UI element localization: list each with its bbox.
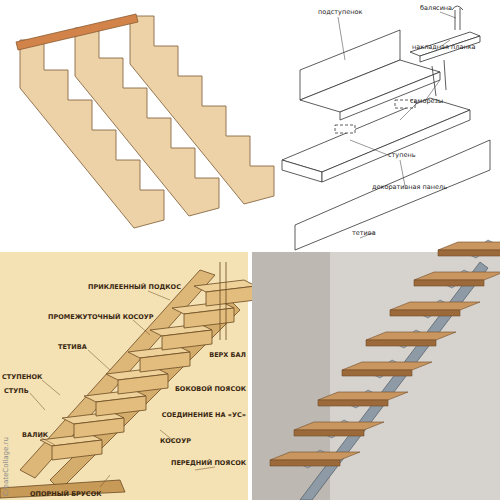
tread-edge bbox=[342, 370, 412, 376]
tread bbox=[438, 242, 500, 250]
part-label: накладная планка bbox=[412, 44, 476, 51]
part-label: ПРИКЛЕЕННЫЙ ПОДКОС bbox=[88, 284, 181, 291]
tread-edge bbox=[438, 250, 500, 256]
part-label: саморезы bbox=[410, 98, 443, 105]
part-label: балясина bbox=[420, 5, 452, 12]
tread bbox=[414, 272, 500, 280]
riser bbox=[162, 330, 212, 350]
riser bbox=[140, 352, 190, 372]
tread-edge bbox=[414, 280, 484, 286]
stringer bbox=[75, 28, 219, 216]
tread-edge bbox=[270, 460, 340, 466]
tread bbox=[390, 302, 480, 310]
part-label: ВЕРХ БАЛ bbox=[209, 352, 246, 359]
part-label: СТУПЬ bbox=[4, 388, 29, 395]
part-label: СОЕДИНЕНИЕ НА «УС» bbox=[162, 412, 246, 419]
support-bar bbox=[0, 480, 125, 498]
tread bbox=[366, 332, 456, 340]
riser bbox=[74, 418, 124, 438]
stringer bbox=[20, 270, 215, 478]
part-label: ПРОМЕЖУТОЧНЫЙ КОСОУР bbox=[48, 314, 154, 321]
baluster bbox=[220, 262, 226, 340]
part-label: декоративная панель bbox=[372, 184, 447, 191]
stringer bbox=[130, 16, 274, 204]
tread bbox=[342, 362, 432, 370]
tread-edge bbox=[366, 340, 436, 346]
riser bbox=[206, 286, 256, 306]
riser bbox=[184, 308, 234, 328]
part-label: тетива bbox=[352, 230, 376, 237]
part-label: КОСОУР bbox=[160, 438, 191, 445]
part-label: ТЕТИВА bbox=[58, 344, 87, 351]
watermark: CreateCollage.ru bbox=[3, 437, 11, 496]
riser bbox=[52, 440, 102, 460]
part-label: СТУПЕНОК bbox=[2, 374, 42, 381]
part-label: БОКОВОЙ ПОЯСОК bbox=[175, 386, 246, 393]
part-label: ОПОРНЫЙ БРУСОК bbox=[30, 491, 101, 498]
tread bbox=[318, 392, 408, 400]
line-drawing bbox=[282, 6, 490, 250]
tread-edge bbox=[318, 400, 388, 406]
wall bbox=[252, 252, 500, 500]
tread-edge bbox=[294, 430, 364, 436]
part-label: ВАЛИК bbox=[22, 432, 48, 439]
part-label: ПЕРЕДНИЙ ПОЯСОК bbox=[171, 460, 246, 467]
tread bbox=[294, 422, 384, 430]
part-label: ступень bbox=[388, 152, 416, 159]
top-board bbox=[16, 14, 138, 50]
tread bbox=[270, 452, 360, 460]
tread-edge bbox=[390, 310, 460, 316]
stringer bbox=[20, 40, 164, 228]
riser bbox=[118, 374, 168, 394]
riser bbox=[96, 396, 146, 416]
part-label: подступенок bbox=[318, 9, 362, 16]
